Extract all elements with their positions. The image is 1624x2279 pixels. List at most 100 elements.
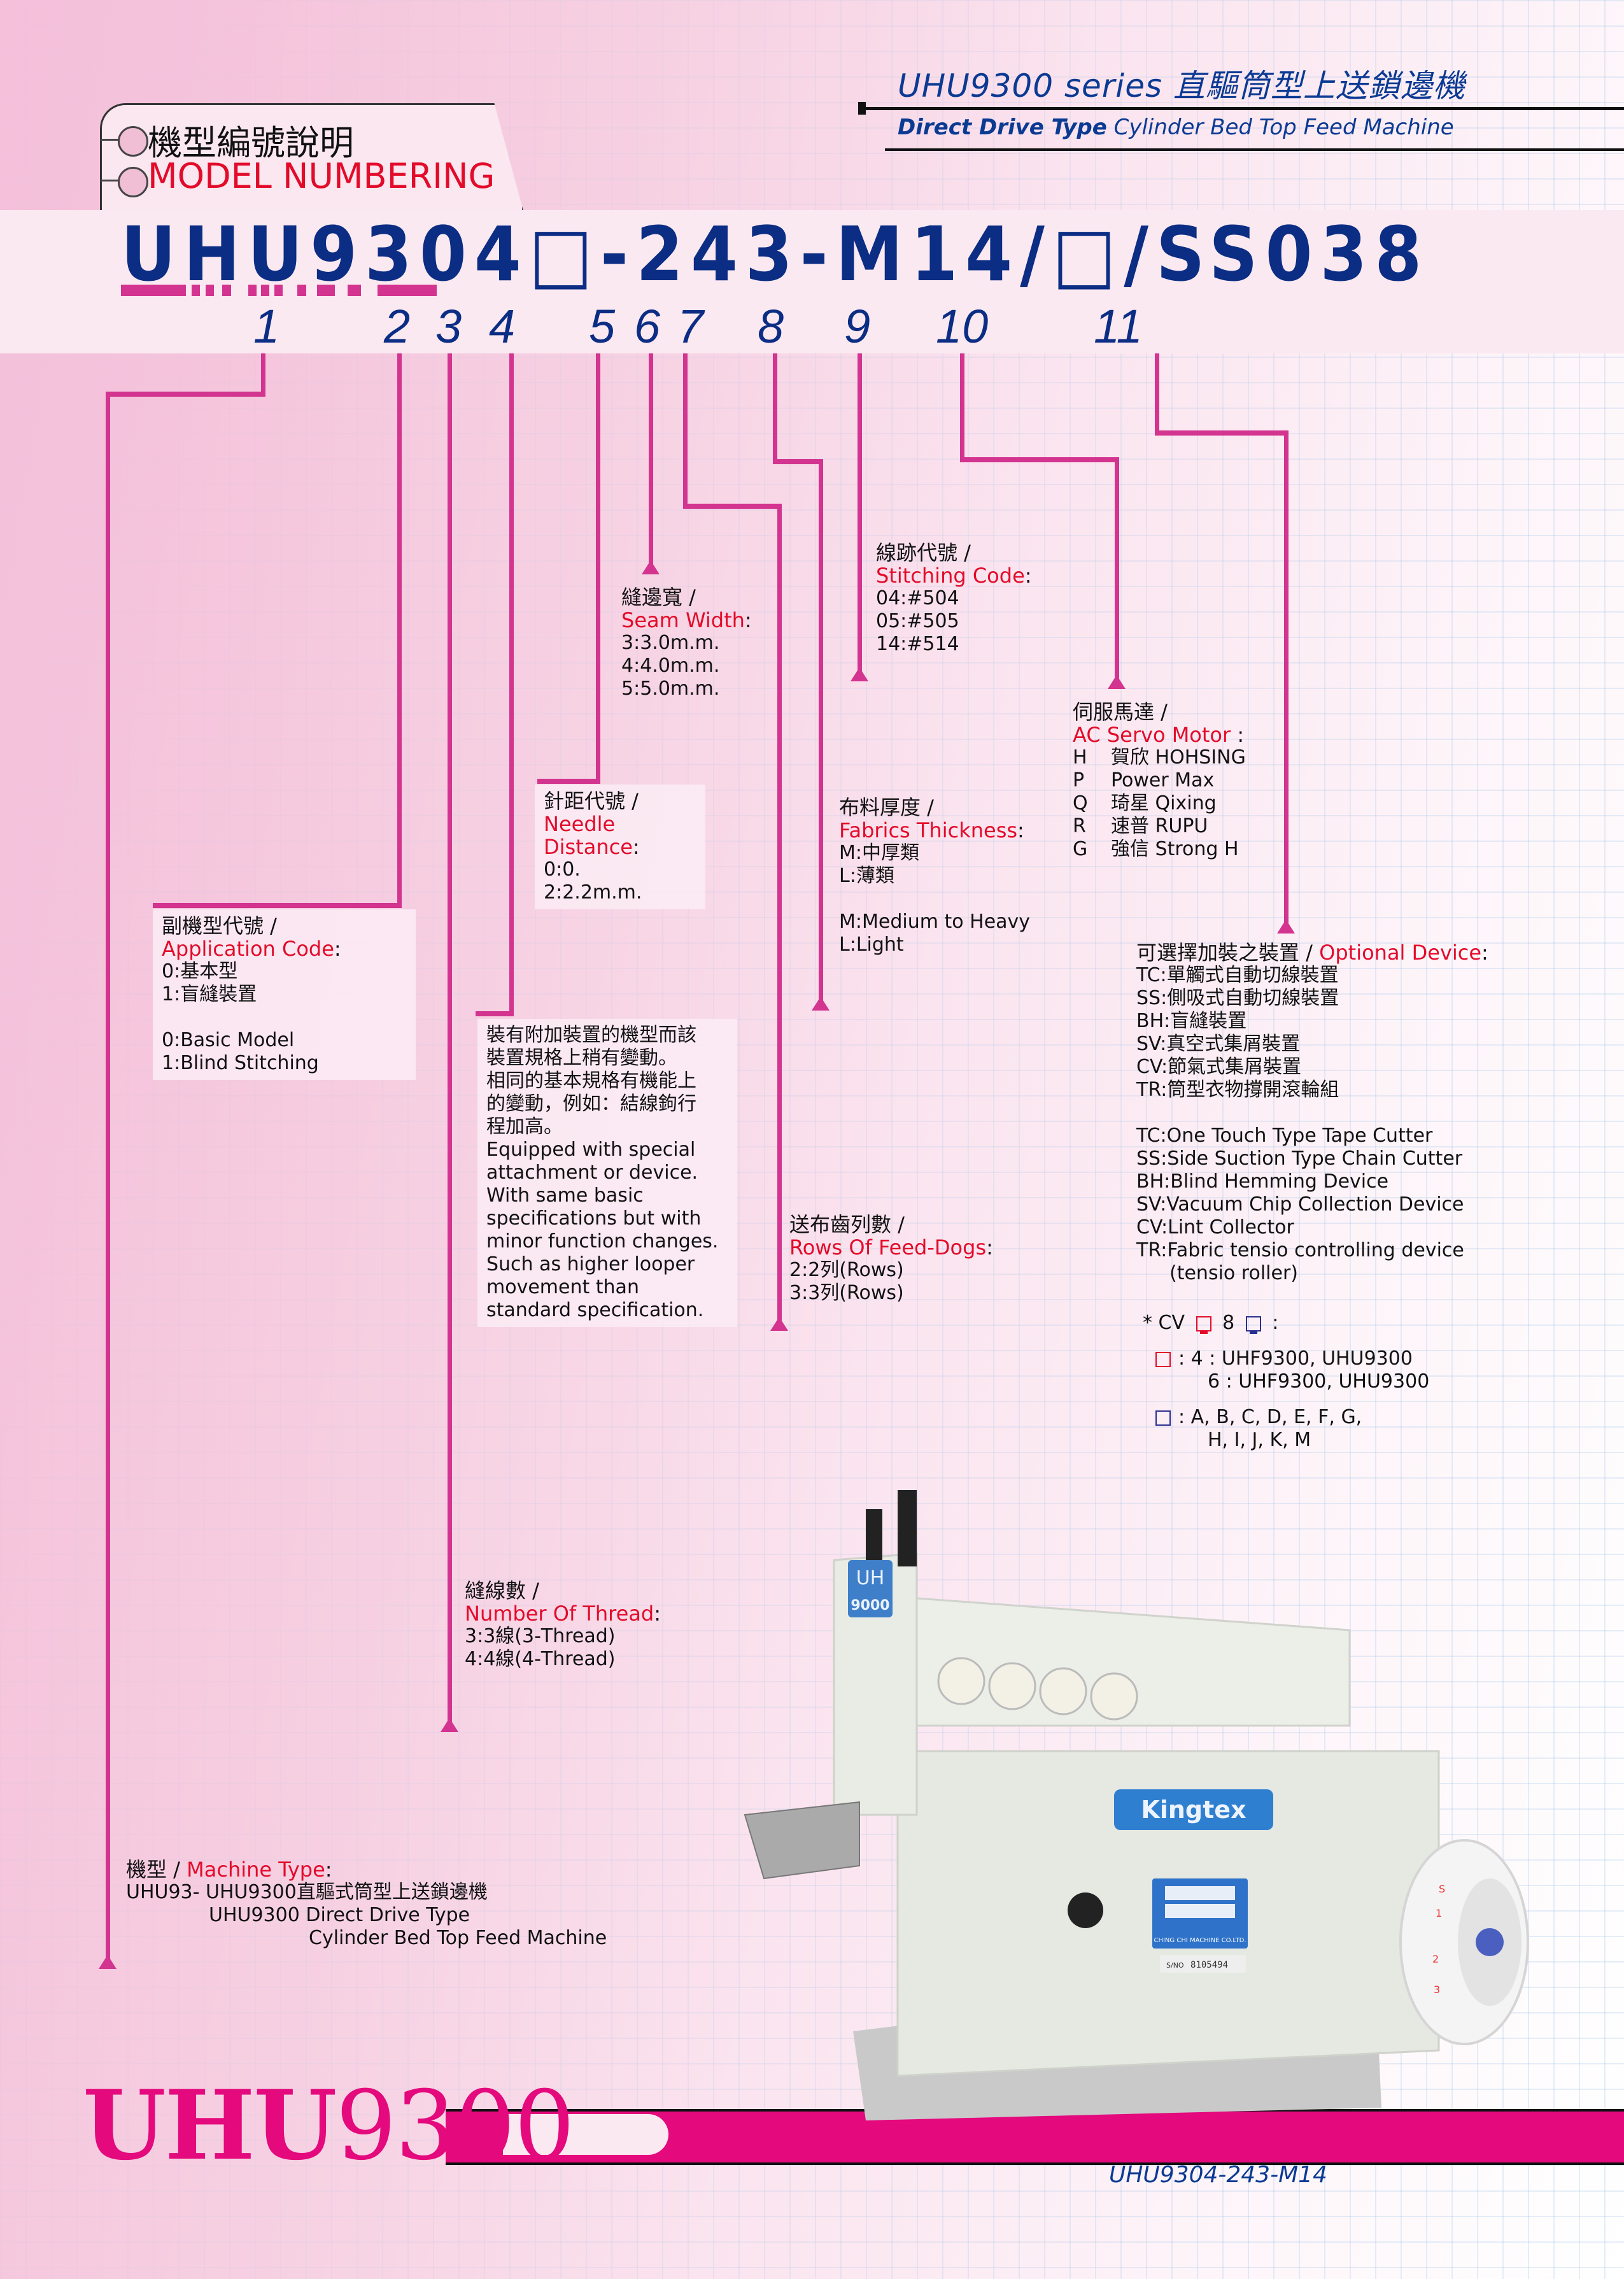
sewing-machine-image: UH 9000 Kingtex CHING CHI MACHINE CO.LTD…: [744, 1490, 1529, 2120]
list-item: CV:Lint Collector: [1136, 1216, 1294, 1239]
position-number-4: 4: [489, 300, 516, 353]
big-model-prefix: UHU: [83, 2070, 337, 2182]
connector-7: [777, 504, 782, 1325]
text-line: Cylinder Bed Top Feed Machine: [309, 1927, 607, 1949]
arrow-up-icon: [851, 667, 868, 681]
connector-8: [819, 459, 823, 1005]
position-number-10: 10: [936, 300, 989, 353]
code-underline-11: [378, 285, 437, 296]
connector-11: [1155, 430, 1289, 436]
needle-distance-title-en: Needle Distance: [544, 812, 633, 859]
dial-mark: 1: [1436, 1907, 1442, 1919]
code-underline-4: [222, 285, 231, 296]
cv-blue-line-2: H, I, J, K, M: [1208, 1429, 1311, 1451]
list-item: 4:4線(4-Thread): [465, 1648, 616, 1670]
connector-4: [509, 353, 514, 1016]
feed-dogs-title-zh: 送布齒列數 /: [789, 1212, 905, 1237]
list-item: TC:One Touch Type Tape Cutter: [1136, 1125, 1433, 1147]
presser-foot: [744, 1801, 860, 1880]
blue-box-icon: [1155, 1410, 1171, 1426]
code-underline-1: [121, 285, 186, 296]
application-code-title-en: Application Code: [162, 937, 334, 961]
list-item: 3:3線(3-Thread): [465, 1625, 616, 1647]
model-code-band: [0, 210, 1624, 353]
list-item: SV:真空式集屑裝置: [1136, 1033, 1301, 1055]
big-model-title: UHU9300: [83, 2070, 575, 2182]
big-model-number: 9300: [335, 2071, 575, 2182]
list-item: TC:單觸式自動切線裝置: [1136, 964, 1339, 986]
motor-name: 速普 RUPU: [1111, 815, 1208, 837]
connector-9: [858, 353, 862, 677]
section-tab: [100, 103, 524, 213]
servo-motor-title-en: AC Servo Motor: [1073, 723, 1231, 747]
list-item: 1:Blind Stitching: [162, 1052, 319, 1074]
special-attachment-block: 裝有附加裝置的機型而該 裝置規格上稍有變動。 相同的基本規格有機能上 的變動，例…: [477, 1019, 737, 1327]
kingtex-logo: [1114, 1789, 1273, 1830]
connector-10: [1115, 457, 1119, 684]
list-item: M:Medium to Heavy: [839, 911, 1031, 933]
list-item: 0:基本型: [162, 960, 238, 983]
code-underline-2: [192, 285, 200, 296]
connector-5: [596, 353, 600, 783]
code-underline-5: [248, 285, 257, 296]
needle-distance-title-zh: 針距代號 /: [544, 789, 639, 813]
thread-count-title-en: Number Of Thread: [465, 1601, 654, 1626]
arrow-up-icon: [99, 1955, 117, 1969]
list-item: SV:Vacuum Chip Collection Device: [1136, 1193, 1464, 1216]
text-line: UHU93- UHU9300直驅式筒型上送鎖邊機: [126, 1881, 488, 1903]
thread-count-title-zh: 縫線數 /: [465, 1579, 539, 1603]
list-item: 14:#514: [876, 633, 959, 655]
connector-2: [153, 903, 402, 908]
position-number-9: 9: [844, 300, 871, 353]
text-line: 裝置規格上稍有變動。: [486, 1047, 677, 1069]
machine-type-title-zh: 機型 /: [126, 1857, 187, 1882]
motor-name: 強信 Strong H: [1111, 838, 1239, 860]
bullet-icon: [118, 167, 148, 197]
uh-badge-bottom: 9000: [851, 1598, 889, 1614]
motor-code: P: [1073, 769, 1085, 792]
list-item: 0:Basic Model: [162, 1029, 295, 1051]
adjust-knob: [866, 1509, 882, 1560]
cv-red-line-1: : 4 : UHF9300, UHU9300: [1178, 1347, 1413, 1370]
text-line: 程加高。: [486, 1116, 563, 1138]
position-number-6: 6: [634, 300, 661, 353]
serial-label: S/NO: [1166, 1961, 1184, 1970]
cv-note-prefix: * CV: [1143, 1312, 1185, 1334]
text-line: 裝有附加裝置的機型而該: [486, 1024, 696, 1046]
arrow-up-icon: [770, 1317, 788, 1331]
code-underline-6: [261, 285, 269, 296]
connector-1: [106, 392, 110, 1964]
cv-note-middle: 8: [1222, 1312, 1235, 1334]
motor-name: 賀欣 HOHSING: [1111, 746, 1246, 769]
connector-2: [397, 353, 402, 907]
list-item: R 速普 RUPU: [1073, 815, 1246, 838]
arrow-up-icon: [1108, 675, 1126, 689]
tab-tick: [100, 139, 119, 141]
series-title: UHU9300 series 直驅筒型上送鎖邊機: [898, 67, 1465, 104]
position-number-5: 5: [589, 300, 616, 353]
dial-mark: 3: [1434, 1984, 1440, 1996]
code-underline-7: [274, 285, 283, 296]
motor-name: Power Max: [1111, 769, 1215, 792]
application-code-block: 副機型代號 / Application Code: 0:基本型 1:盲縫裝置 0…: [153, 909, 416, 1080]
list-item: 4:4.0m.m.: [621, 655, 720, 677]
tension-dial: [937, 1657, 985, 1705]
feed-dogs-title-en: Rows Of Feed-Dogs: [789, 1235, 987, 1260]
optional-device-title-zh: 可選擇加裝之裝置 /: [1136, 941, 1320, 965]
list-item: SS:側吸式自動切線裝置: [1136, 987, 1339, 1009]
machine-head: [833, 1552, 918, 1816]
position-number-7: 7: [677, 300, 704, 353]
motor-code: R: [1073, 815, 1086, 837]
connector-1: [261, 353, 265, 396]
feed-dogs-block: 送布齒列數 / Rows Of Feed-Dogs: 2:2列(Rows) 3:…: [789, 1212, 993, 1304]
list-item: 3:3.0m.m.: [621, 632, 720, 654]
code-underline-3: [206, 285, 214, 296]
list-item: 2:2列(Rows): [789, 1259, 904, 1281]
text-line: Equipped with special: [486, 1139, 696, 1161]
text-line: 的變動，例如：結線鉤行: [486, 1093, 696, 1115]
fabrics-thickness-title-zh: 布料厚度 /: [839, 795, 934, 820]
